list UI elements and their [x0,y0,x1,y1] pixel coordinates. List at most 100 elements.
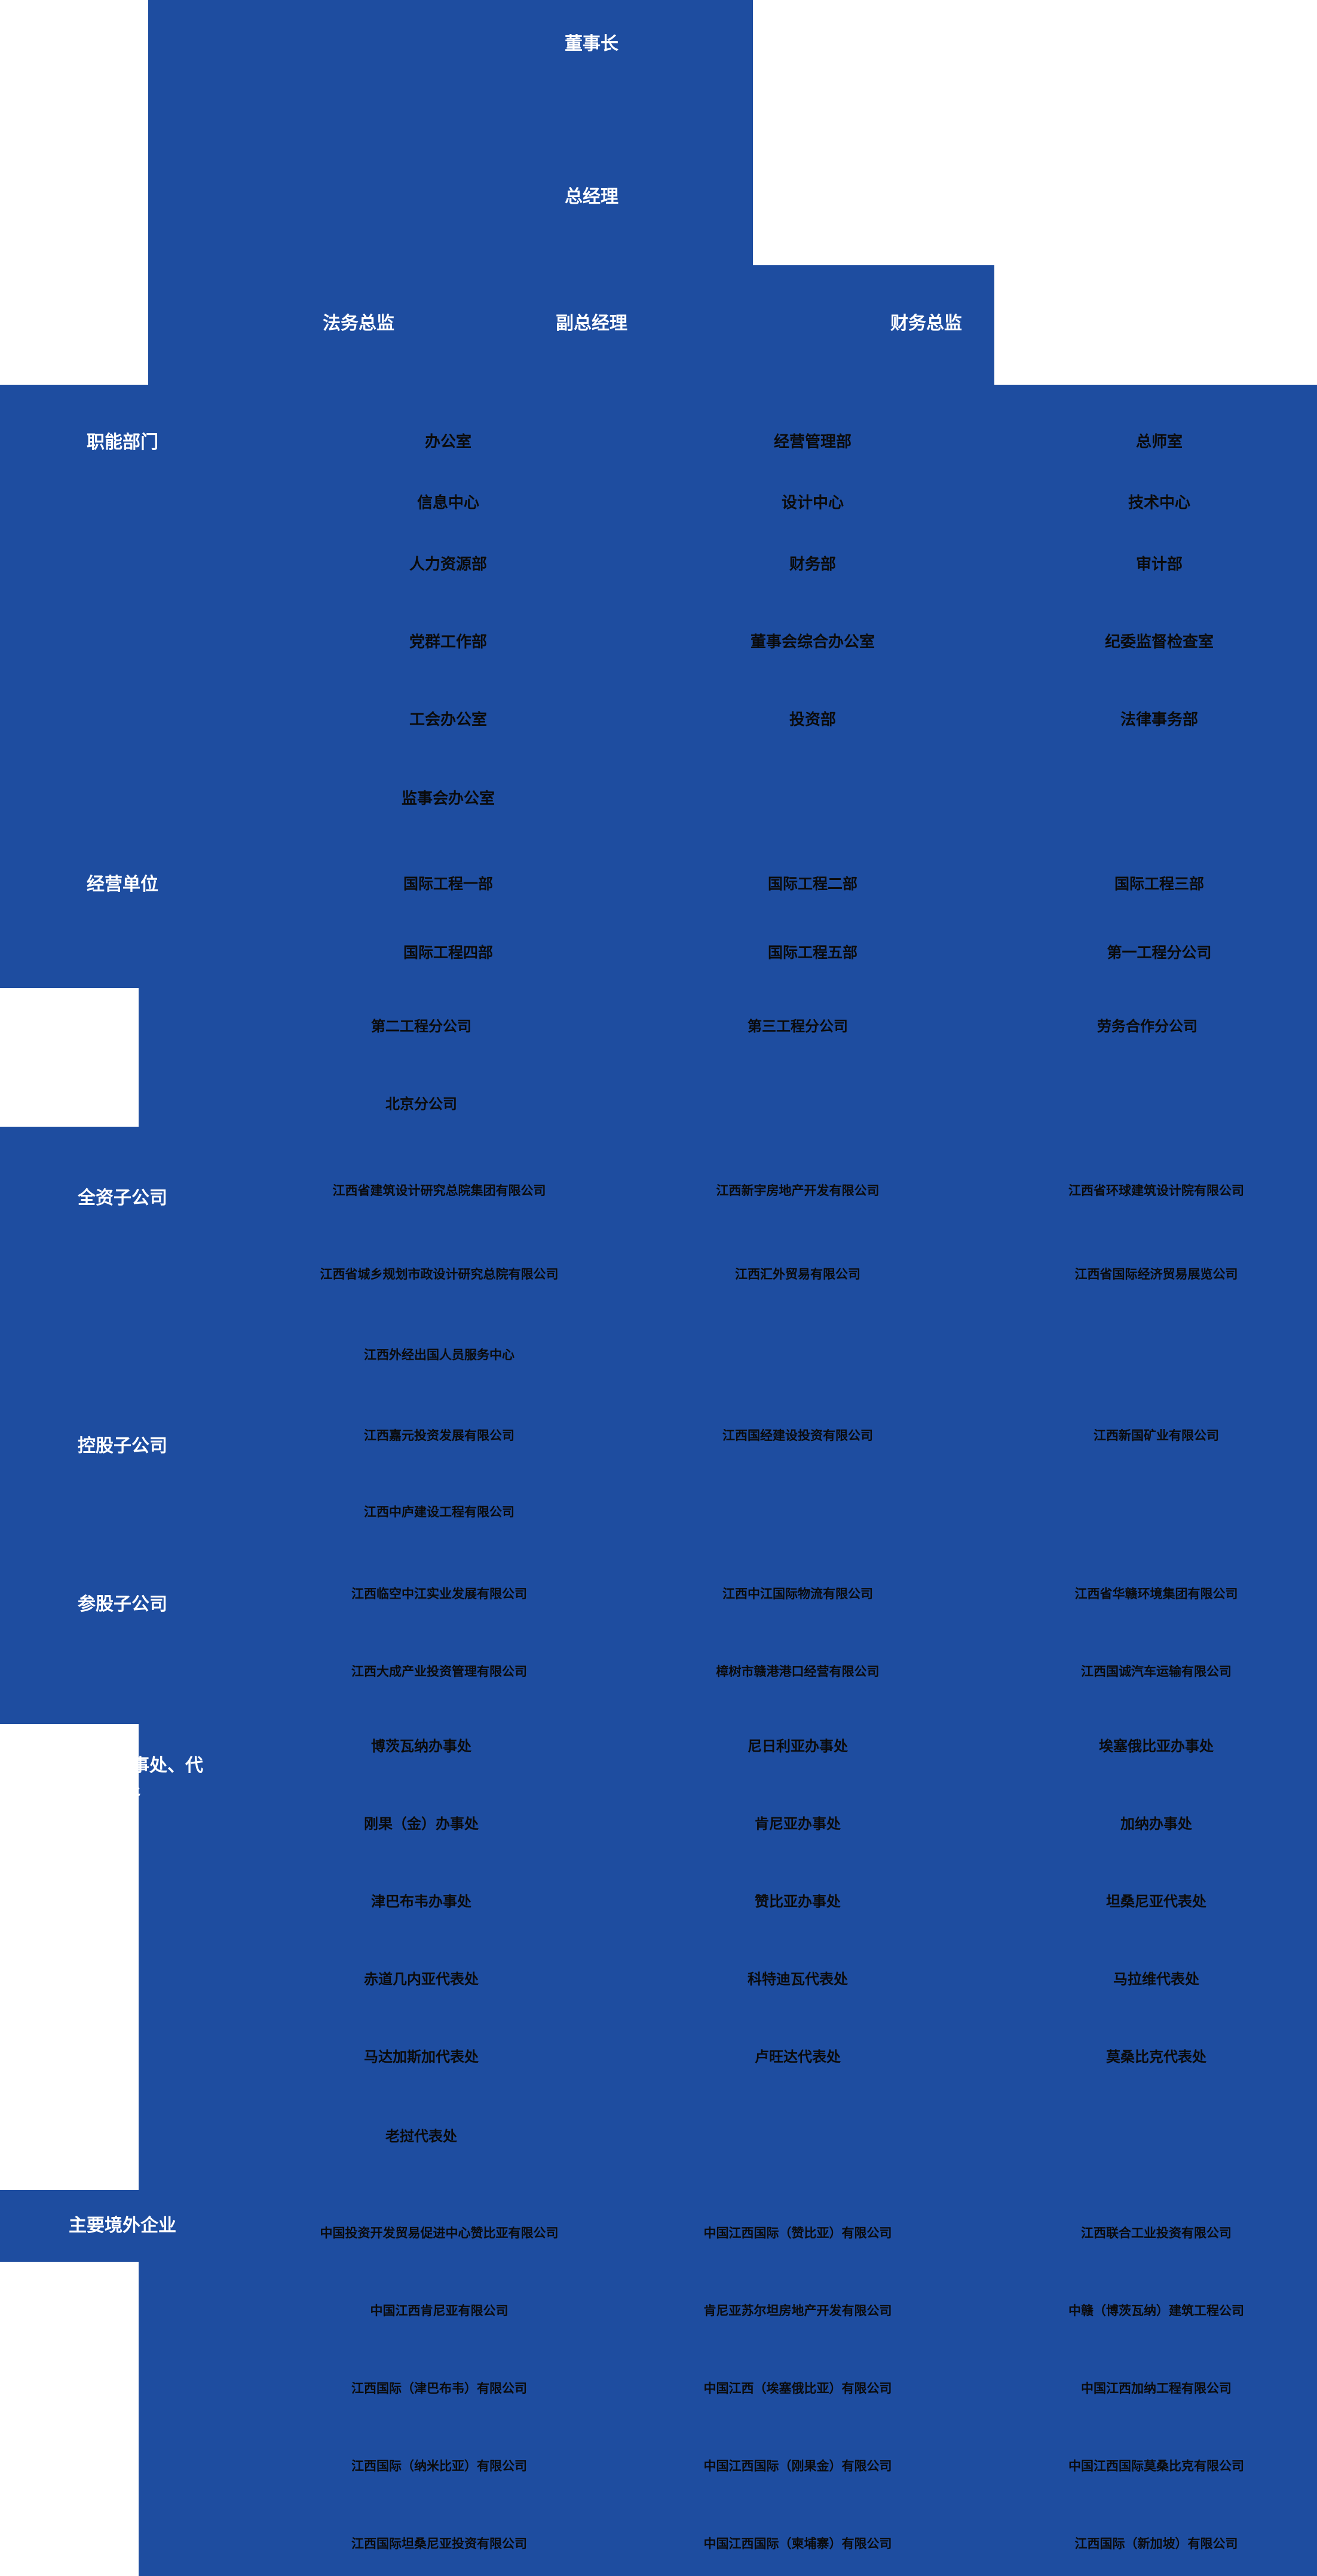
business-unit-item[interactable]: 国际工程五部 [687,938,938,968]
functional-dept-label: 审计部 [1135,555,1183,574]
exec-legal-director[interactable]: 法务总监 [257,308,460,339]
business-unit-item[interactable]: 国际工程一部 [335,869,562,899]
equity-subsidiary-box[interactable]: 江西省华赣环境集团有限公司 [998,1571,1315,1618]
equity-subsidiary-label: 江西临空中江实业发展有限公司 [351,1587,527,1601]
wholly-owned-box[interactable]: 江西新宇房地产开发有限公司 [639,1168,956,1215]
equity-subsidiary-label: 樟树市赣港港口经营有限公司 [716,1664,880,1679]
overseas-enterprise-box[interactable]: 中国江西加纳工程有限公司 [998,2366,1315,2412]
overseas-office-box[interactable]: 博茨瓦纳办事处 [281,1724,562,1770]
overseas-enterprise-box[interactable]: 江西联合工业投资有限公司 [998,2210,1315,2257]
holding-subsidiary-box[interactable]: 江西嘉元投资发展有限公司 [281,1413,598,1459]
equity-subsidiary-box[interactable]: 江西国诚汽车运输有限公司 [998,1649,1315,1695]
functional-dept-item[interactable]: 人力资源部 [335,550,562,579]
exec-general-manager[interactable]: 总经理 [490,182,693,213]
exec-finance-director[interactable]: 财务总监 [825,308,1028,339]
overseas-office-box[interactable]: 赤道几内亚代表处 [281,1956,562,2003]
business-unit-item[interactable]: 第一工程分公司 [1034,938,1285,968]
functional-dept-item[interactable]: 工会办公室 [335,705,562,735]
overseas-enterprise-label: 中国江西（埃塞俄比亚）有限公司 [703,2381,892,2396]
functional-dept-item[interactable]: 纪委监督检查室 [1034,627,1285,657]
wholly-owned-box[interactable]: 江西省环球建筑设计院有限公司 [998,1168,1315,1215]
overseas-office-box[interactable]: 肯尼亚办事处 [639,1801,956,1848]
branch-company-box[interactable]: 第二工程分公司 [281,1004,562,1050]
functional-dept-item[interactable]: 信息中心 [335,488,562,518]
overseas-office-box[interactable]: 尼日利亚办事处 [639,1724,956,1770]
functional-dept-item[interactable]: 经营管理部 [687,427,938,457]
overseas-enterprise-box[interactable]: 江西国际（津巴布韦）有限公司 [281,2366,598,2412]
background-panel-top [148,0,753,265]
overseas-office-box[interactable]: 坦桑尼亚代表处 [998,1879,1315,1925]
functional-dept-item[interactable]: 监事会办公室 [335,784,562,814]
equity-subsidiary-box[interactable]: 江西中江国际物流有限公司 [639,1571,956,1618]
background-panel-main [0,385,1317,988]
functional-dept-item[interactable]: 技术中心 [1034,488,1285,518]
business-unit-item[interactable]: 国际工程三部 [1034,869,1285,899]
business-unit-item[interactable]: 国际工程四部 [335,938,562,968]
overseas-enterprise-box[interactable]: 中国江西国际莫桑比克有限公司 [998,2443,1315,2490]
overseas-office-box[interactable]: 埃塞俄比亚办事处 [998,1724,1315,1770]
wholly-owned-box[interactable]: 江西省建筑设计研究总院集团有限公司 [281,1168,598,1215]
wholly-owned-box[interactable]: 江西外经出国人员服务中心 [281,1332,598,1379]
overseas-enterprise-box[interactable]: 中国江西（埃塞俄比亚）有限公司 [639,2366,956,2412]
overseas-office-box[interactable]: 科特迪瓦代表处 [639,1956,956,2003]
wholly-owned-box[interactable]: 江西省城乡规划市政设计研究总院有限公司 [281,1252,598,1298]
overseas-enterprise-box[interactable]: 中国江西国际（刚果金）有限公司 [639,2443,956,2490]
functional-dept-item[interactable]: 设计中心 [687,488,938,518]
functional-dept-item[interactable]: 董事会综合办公室 [687,627,938,657]
wholly-owned-label: 江西省环球建筑设计院有限公司 [1068,1183,1244,1198]
equity-subsidiary-box[interactable]: 江西临空中江实业发展有限公司 [281,1571,598,1618]
exec-chairman-label: 董事长 [565,33,618,54]
wholly-owned-box[interactable]: 江西汇外贸易有限公司 [639,1252,956,1298]
overseas-office-box[interactable]: 刚果（金）办事处 [281,1801,562,1848]
business-unit-item[interactable]: 国际工程二部 [687,869,938,899]
branch-company-box[interactable]: 劳务合作分公司 [998,1004,1297,1050]
overseas-enterprise-box[interactable]: 江西国际坦桑尼亚投资有限公司 [281,2521,598,2568]
overseas-enterprise-box[interactable]: 中国投资开发贸易促进中心赞比亚有限公司 [281,2210,598,2257]
business-unit-label: 国际工程一部 [403,875,493,893]
overseas-enterprise-label: 中国投资开发贸易促进中心赞比亚有限公司 [320,2226,559,2240]
branch-company-box[interactable]: 第三工程分公司 [639,1004,956,1050]
overseas-office-box[interactable]: 马达加斯加代表处 [281,2034,562,2081]
overseas-enterprise-box[interactable]: 中国江西肯尼亚有限公司 [281,2288,598,2335]
functional-dept-item[interactable]: 财务部 [687,550,938,579]
overseas-enterprise-box[interactable]: 中国江西国际（柬埔寨）有限公司 [639,2521,956,2568]
wholly-owned-label: 江西省建筑设计研究总院集团有限公司 [332,1183,546,1198]
notch-overseas-left [0,2262,139,2576]
equity-subsidiary-box[interactable]: 樟树市赣港港口经营有限公司 [639,1649,956,1695]
section-label-functional-departments-text: 职能部门 [87,432,158,452]
section-label-holding: 控股子公司 [36,1431,209,1461]
holding-subsidiary-box[interactable]: 江西中庐建设工程有限公司 [281,1489,598,1536]
overseas-office-box[interactable]: 赞比亚办事处 [639,1879,956,1925]
overseas-enterprise-box[interactable]: 中赣（博茨瓦纳）建筑工程公司 [998,2288,1315,2335]
overseas-enterprise-label: 江西联合工业投资有限公司 [1081,2226,1232,2240]
overseas-enterprise-box[interactable]: 江西国际（纳米比亚）有限公司 [281,2443,598,2490]
functional-dept-item[interactable]: 总师室 [1034,427,1285,457]
equity-subsidiary-box[interactable]: 江西大成产业投资管理有限公司 [281,1649,598,1695]
exec-deputy-general-manager[interactable]: 副总经理 [490,308,693,339]
holding-subsidiary-box[interactable]: 江西国经建设投资有限公司 [639,1413,956,1459]
functional-dept-item[interactable]: 党群工作部 [335,627,562,657]
overseas-office-box[interactable]: 加纳办事处 [998,1801,1315,1848]
functional-dept-label: 董事会综合办公室 [750,633,875,651]
functional-dept-item[interactable]: 办公室 [335,427,562,457]
overseas-office-box[interactable]: 马拉维代表处 [998,1956,1315,2003]
overseas-office-box[interactable]: 津巴布韦办事处 [281,1879,562,1925]
exec-chairman[interactable]: 董事长 [490,29,693,60]
section-label-equity: 参股子公司 [36,1589,209,1619]
overseas-office-box[interactable]: 卢旺达代表处 [639,2034,956,2081]
holding-subsidiary-label: 江西新国矿业有限公司 [1094,1428,1219,1443]
holding-subsidiary-box[interactable]: 江西新国矿业有限公司 [998,1413,1315,1459]
branch-company-label: 北京分公司 [385,1096,457,1113]
functional-dept-item[interactable]: 法律事务部 [1034,705,1285,735]
overseas-office-box[interactable]: 莫桑比克代表处 [998,2034,1315,2081]
functional-dept-item[interactable]: 审计部 [1034,550,1285,579]
holding-subsidiary-label: 江西嘉元投资发展有限公司 [364,1428,514,1443]
overseas-enterprise-box[interactable]: 江西国际（新加坡）有限公司 [998,2521,1315,2568]
overseas-enterprise-box[interactable]: 肯尼亚苏尔坦房地产开发有限公司 [639,2288,956,2335]
notch-left-top [0,0,148,385]
branch-company-box[interactable]: 北京分公司 [281,1081,562,1128]
functional-dept-item[interactable]: 投资部 [687,705,938,735]
wholly-owned-box[interactable]: 江西省国际经济贸易展览公司 [998,1252,1315,1298]
overseas-enterprise-box[interactable]: 中国江西国际（赞比亚）有限公司 [639,2210,956,2257]
overseas-office-box[interactable]: 老挝代表处 [281,2114,562,2160]
